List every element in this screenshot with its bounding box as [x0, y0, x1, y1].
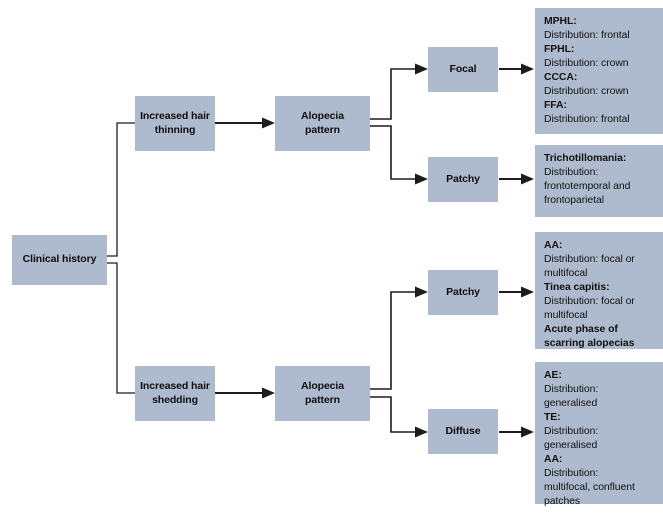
detail-entry-head: AA:	[544, 240, 563, 251]
detail-entry-head: Acute phase of scarring alopecias	[544, 323, 635, 349]
node-clinical-history-label: Clinical history	[22, 253, 97, 266]
detail-entry-head: MPHL:	[544, 16, 577, 27]
detail-entry-body: Distribution: crown	[544, 57, 629, 69]
arrowhead-pattern-patchy-bottom	[415, 286, 428, 298]
node-diffuse[interactable]: Diffuse	[428, 409, 498, 454]
detail-entry-body: Distribution: frontal	[544, 29, 630, 41]
node-patchy-thinning[interactable]: Patchy	[428, 157, 498, 202]
arrowhead-pattern-patchy-top	[415, 173, 428, 185]
detail-entry-head: TE:	[544, 411, 561, 423]
detail-entry-body: Distribution: generalised	[544, 383, 599, 409]
detail-entry-head: Trichotillomania:	[544, 153, 627, 164]
node-increased-hair-shedding[interactable]: Increased hair shedding	[135, 366, 215, 421]
node-increased-hair-shedding-label: Increased hair shedding	[140, 380, 210, 406]
arrowhead-shedding-pattern	[262, 387, 275, 399]
arrowhead-pattern-focal	[415, 63, 428, 75]
node-alopecia-pattern-thinning-label: Alopecia pattern	[301, 110, 344, 136]
arrowhead-focal-detail	[521, 63, 534, 75]
node-clinical-history[interactable]: Clinical history	[12, 235, 107, 285]
node-patchy-shedding-label: Patchy	[446, 285, 480, 298]
node-increased-hair-thinning-label: Increased hair thinning	[140, 110, 210, 136]
node-alopecia-pattern-thinning[interactable]: Alopecia pattern	[275, 96, 370, 151]
node-diffuse-label: Diffuse	[445, 424, 481, 437]
detail-entry-head: Tinea capitis:	[544, 281, 610, 293]
detail-patchy-thinning-outcomes: Trichotillomania: Distribution: frontotem…	[535, 145, 663, 217]
arrowhead-patchy-bottom-detail	[521, 286, 534, 298]
arrowhead-diffuse-detail	[521, 426, 534, 438]
connector-pattern-to-focal	[370, 68, 415, 120]
node-patchy-shedding[interactable]: Patchy	[428, 270, 498, 315]
detail-entry-body: Distribution: focal or multifocal	[544, 295, 635, 321]
node-alopecia-pattern-shedding[interactable]: Alopecia pattern	[275, 366, 370, 421]
detail-entry-body: Distribution: multifocal, confluent patc…	[544, 467, 635, 507]
detail-entry-body: Distribution: generalised	[544, 425, 599, 451]
detail-entry-body: Distribution: crown	[544, 85, 629, 97]
connector-root-to-thinning	[107, 122, 135, 257]
node-increased-hair-thinning[interactable]: Increased hair thinning	[135, 96, 215, 151]
detail-entry-body: Distribution: frontal	[544, 113, 630, 125]
detail-entry-body: Distribution: frontotemporal and frontop…	[544, 166, 631, 206]
node-patchy-thinning-label: Patchy	[446, 172, 480, 185]
node-alopecia-pattern-shedding-label: Alopecia pattern	[301, 380, 344, 406]
detail-entry-head: FPHL:	[544, 43, 575, 55]
arrowhead-thinning-pattern	[262, 117, 275, 129]
connector-pattern-to-diffuse	[370, 396, 415, 433]
arrowhead-pattern-diffuse	[415, 426, 428, 438]
arrowhead-patchy-top-detail	[521, 173, 534, 185]
detail-entry-head: AA:	[544, 453, 563, 465]
node-focal[interactable]: Focal	[428, 47, 498, 92]
detail-entry-body: Distribution: focal or multifocal	[544, 253, 635, 279]
detail-entry-head: CCCA:	[544, 71, 578, 83]
detail-entry-head: AE:	[544, 370, 562, 381]
connector-pattern-to-patchy-top	[370, 125, 415, 180]
detail-entry-head: FFA:	[544, 99, 567, 111]
node-focal-label: Focal	[449, 62, 477, 75]
connector-pattern-to-patchy-bottom	[370, 291, 415, 390]
connector-root-to-shedding	[107, 262, 135, 394]
